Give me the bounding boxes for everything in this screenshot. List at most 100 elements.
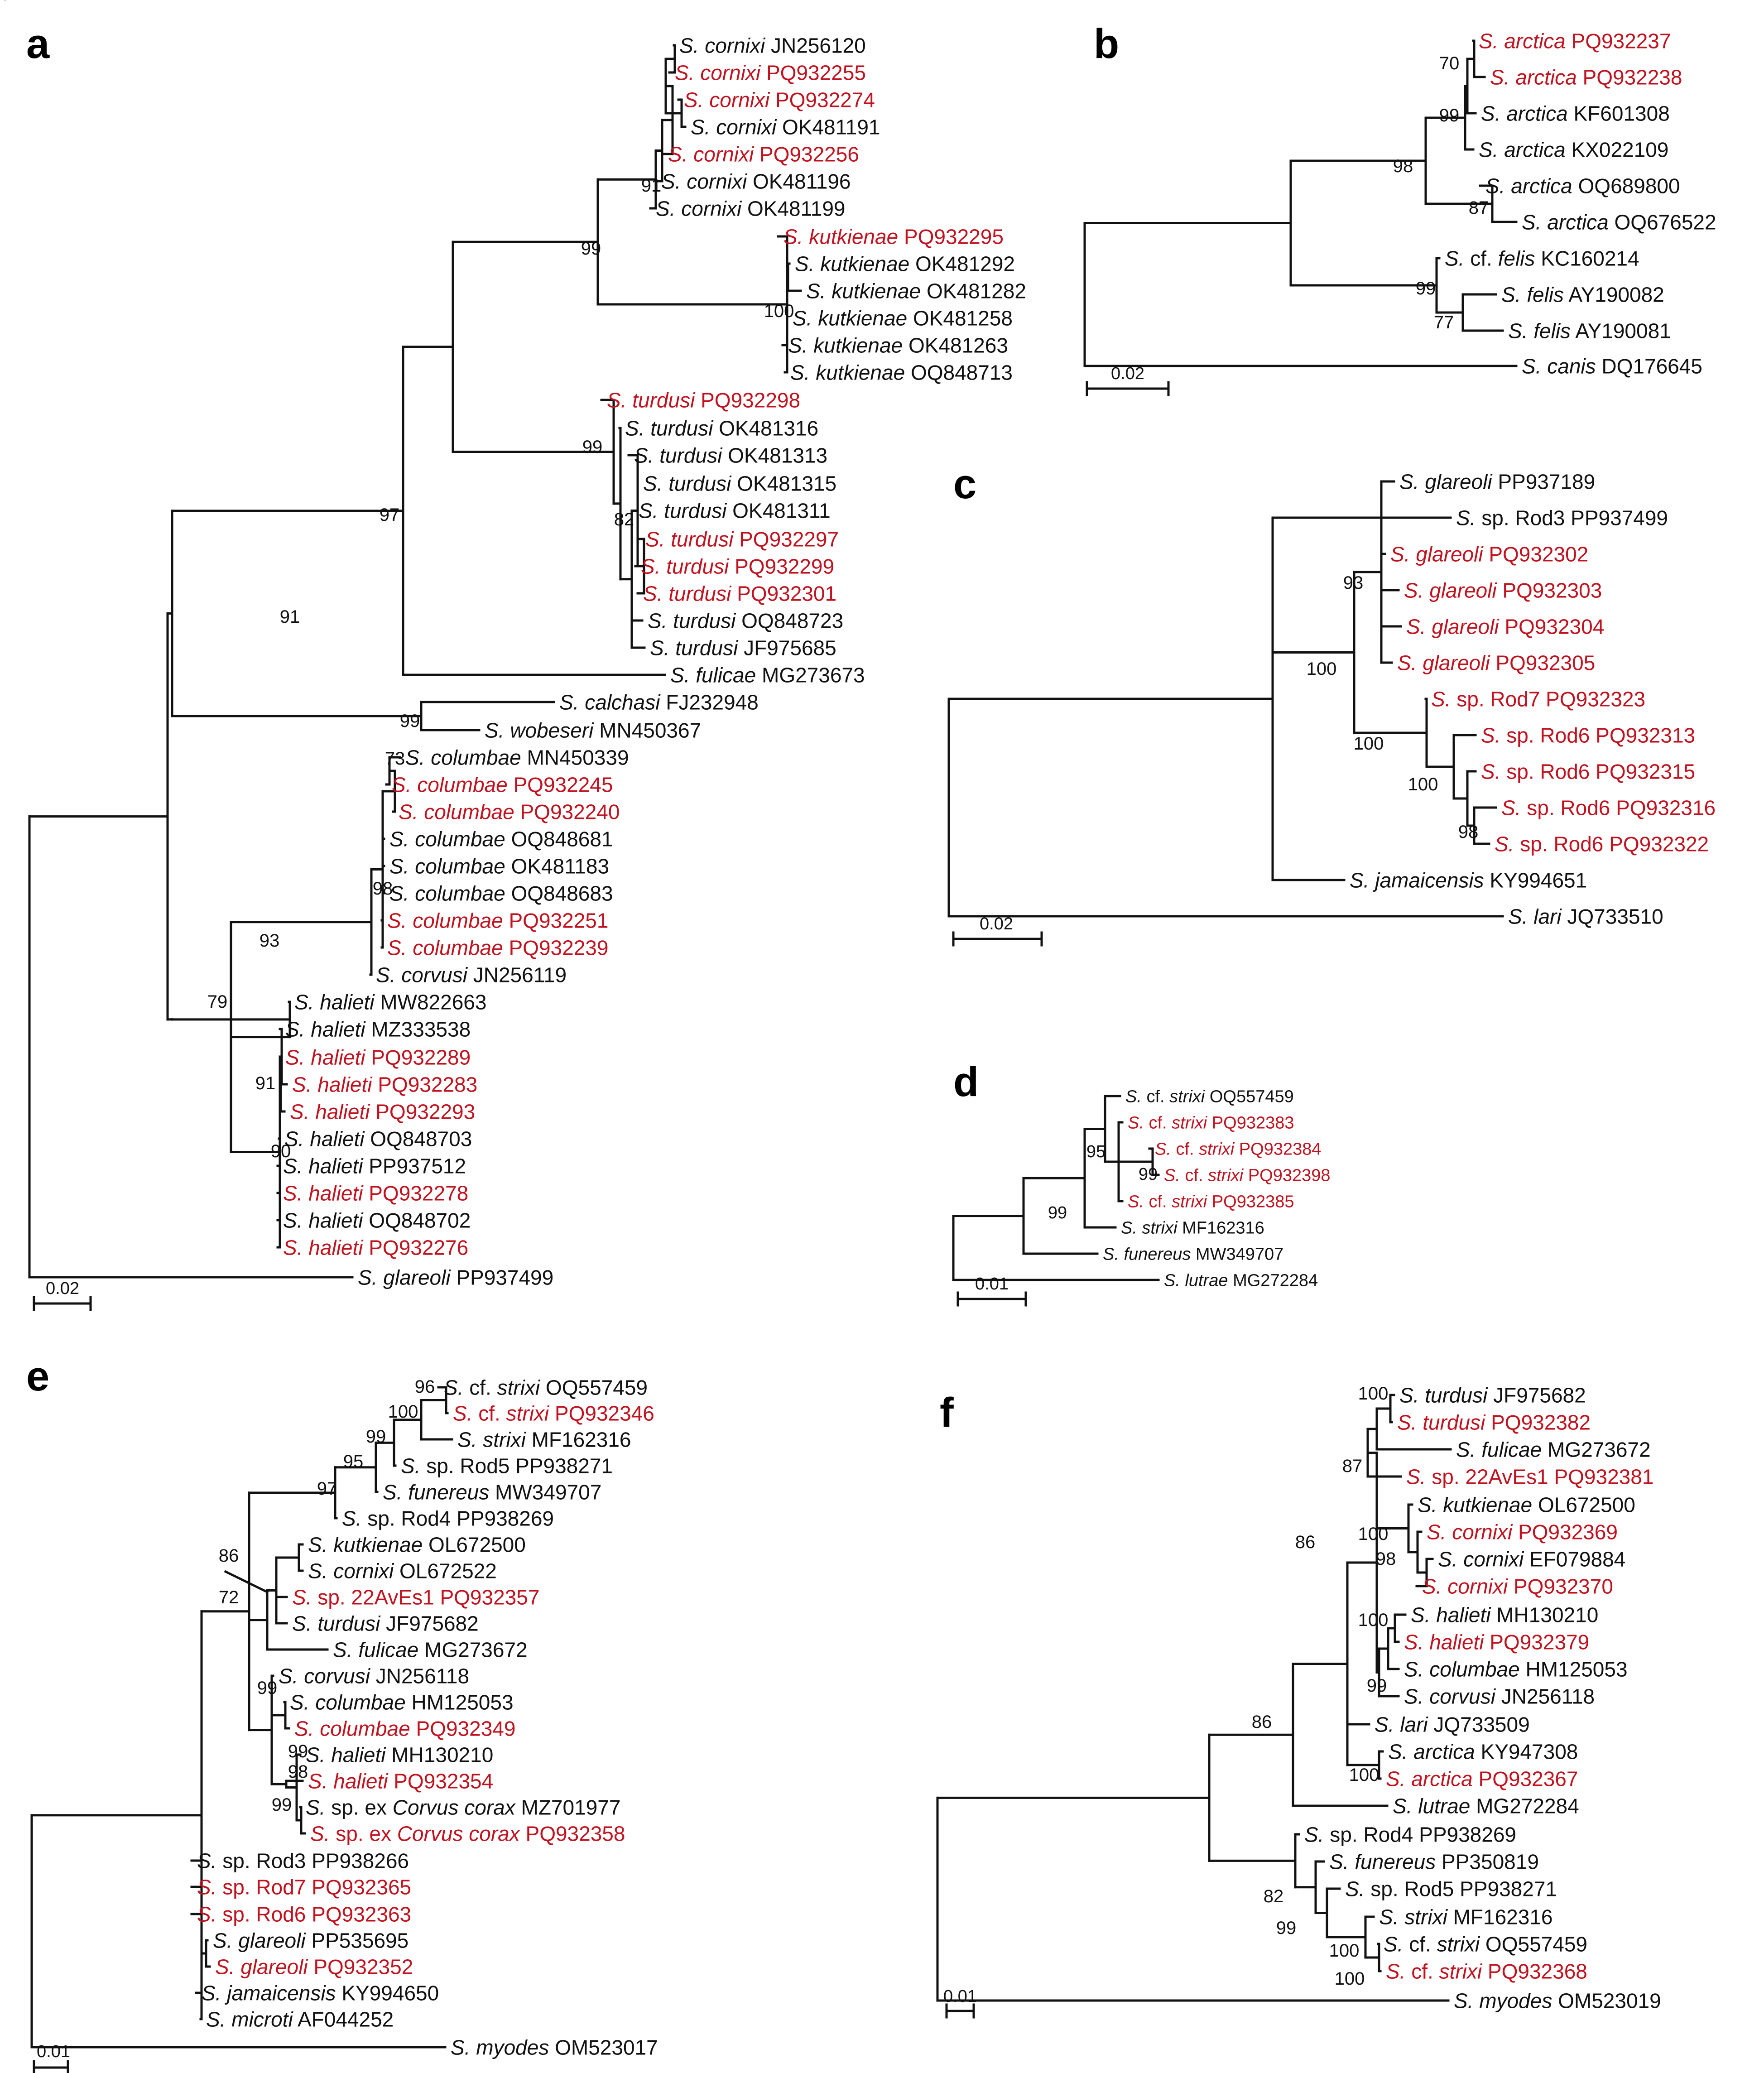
taxon-genus: S. bbox=[1481, 760, 1500, 784]
taxon-genus: S. bbox=[1522, 355, 1541, 378]
taxon-species: glareoli bbox=[1416, 543, 1484, 566]
bootstrap-value: 82 bbox=[614, 510, 634, 529]
taxon-qualifier: sp. Rod3 bbox=[222, 1849, 306, 1873]
taxon-genus: S. bbox=[333, 1638, 352, 1662]
taxon-species: strixi bbox=[1439, 1960, 1483, 1983]
bootstrap-value: 95 bbox=[343, 1452, 364, 1472]
taxon-species: cornixi bbox=[700, 61, 761, 85]
taxon-accession: OQ676522 bbox=[1615, 211, 1716, 234]
taxon-accession: PQ932354 bbox=[394, 1770, 493, 1793]
taxon-species: turdusi bbox=[668, 582, 732, 606]
taxon-genus: S. bbox=[1386, 1767, 1405, 1791]
taxon-accession: MW349707 bbox=[1196, 1245, 1283, 1264]
taxon-genus: S. bbox=[788, 334, 807, 357]
taxon-label: S. sp. Rod6 PQ932322 bbox=[1495, 832, 1709, 856]
taxon-genus: S. bbox=[1404, 1631, 1423, 1654]
taxon-accession: JN256120 bbox=[771, 34, 866, 58]
taxon-accession: PQ932297 bbox=[739, 528, 839, 551]
taxon-label: S. glareoli PQ932304 bbox=[1406, 615, 1604, 639]
taxon-accession: PQ932245 bbox=[513, 773, 613, 797]
taxon-genus: S. bbox=[283, 1209, 303, 1232]
taxon-species: funereus bbox=[1124, 1245, 1191, 1264]
taxon-accession: OQ848683 bbox=[511, 882, 613, 905]
taxon-genus: S. bbox=[1304, 1823, 1324, 1847]
taxon-accession: PQ932304 bbox=[1504, 615, 1604, 639]
taxon-qualifier: sp. ex bbox=[331, 1796, 387, 1819]
taxon-accession: JQ733509 bbox=[1433, 1713, 1529, 1736]
taxon-genus: S. bbox=[285, 1046, 305, 1069]
bootstrap-value: 91 bbox=[280, 607, 300, 627]
taxon-genus: S. bbox=[306, 1796, 325, 1819]
taxon-label: S. kutkienae OQ848713 bbox=[790, 361, 1013, 385]
taxon-qualifier: sp. Rod6 bbox=[1520, 832, 1603, 856]
taxon-label: S. halieti PQ932278 bbox=[283, 1182, 468, 1205]
taxon-genus: S. bbox=[668, 143, 687, 166]
taxon-label: S. turdusi PQ932301 bbox=[643, 582, 836, 606]
taxon-genus: S. bbox=[213, 1929, 232, 1953]
taxon-species: cornixi bbox=[333, 1559, 394, 1583]
taxon-accession: MG272284 bbox=[1233, 1271, 1318, 1290]
taxon-genus: S. bbox=[1399, 470, 1419, 494]
taxon-accession: PQ932289 bbox=[371, 1046, 471, 1069]
taxon-label: S. cf. strixi PQ932384 bbox=[1155, 1140, 1322, 1159]
taxon-genus: S. bbox=[383, 1481, 402, 1504]
taxon-label: S. glareoli PQ932352 bbox=[215, 1955, 413, 1979]
taxon-species: cornixi bbox=[709, 88, 770, 112]
taxon-genus: S. bbox=[1397, 1411, 1417, 1434]
taxon-species: felis bbox=[1527, 283, 1564, 307]
taxon-accession: HM125053 bbox=[411, 1691, 513, 1714]
taxon-genus: S. bbox=[1406, 615, 1426, 639]
taxon-label: S. cf. strixi PQ932383 bbox=[1128, 1114, 1294, 1133]
taxon-species: strixi bbox=[1169, 1087, 1206, 1106]
taxon-qualifier: sp. Rod6 bbox=[1527, 796, 1610, 820]
taxon-accession: PQ932370 bbox=[1514, 1575, 1613, 1598]
taxon-accession: PQ932302 bbox=[1489, 543, 1588, 566]
taxon-species: columbae bbox=[320, 1717, 410, 1741]
taxon-genus: S. bbox=[197, 1903, 216, 1926]
taxon-genus: S. bbox=[197, 1849, 216, 1873]
taxon-label: S. sp. Rod6 PQ932316 bbox=[1501, 796, 1716, 820]
taxon-accession: PQ932357 bbox=[440, 1586, 539, 1609]
taxon-species: columbae bbox=[431, 746, 521, 770]
taxon-label: S. glareoli PP937499 bbox=[358, 1266, 553, 1289]
taxon-label: S. sp. Rod7 PQ932365 bbox=[197, 1876, 411, 1899]
taxon-label: S. kutkienae OK481292 bbox=[795, 252, 1015, 276]
taxon-genus: S. bbox=[1406, 1465, 1426, 1489]
taxon-genus: S. bbox=[1350, 869, 1369, 892]
taxon-genus: S. bbox=[1404, 1685, 1423, 1708]
taxon-label: S. turdusi OQ848723 bbox=[648, 609, 843, 633]
bootstrap-value: 72 bbox=[219, 1587, 239, 1607]
taxon-species: glareoli bbox=[238, 1929, 306, 1953]
taxon-genus: S. bbox=[1329, 1850, 1349, 1874]
taxon-label: S. halieti PQ932283 bbox=[292, 1073, 477, 1097]
taxon-genus: S. bbox=[387, 936, 407, 960]
taxon-genus: S. bbox=[1103, 1245, 1119, 1264]
taxon-label: S. sp. Rod5 PP938271 bbox=[401, 1454, 613, 1478]
bootstrap-value: 99 bbox=[582, 437, 603, 457]
taxon-label: S. turdusi JF975682 bbox=[1399, 1384, 1586, 1407]
taxon-accession: PQ932358 bbox=[526, 1822, 625, 1846]
taxon-accession: PP938271 bbox=[1460, 1877, 1557, 1901]
taxon-label: S. columbae PQ932240 bbox=[399, 800, 620, 824]
taxon-genus: S. bbox=[656, 197, 675, 221]
taxon-species: halieti bbox=[320, 991, 375, 1014]
taxon-species: glareoli bbox=[240, 1955, 308, 1979]
taxon-accession: PQ932237 bbox=[1572, 29, 1671, 53]
taxon-accession: OK481263 bbox=[908, 334, 1008, 357]
taxon-genus: S. bbox=[1456, 1438, 1476, 1462]
taxon-label: S. columbae PQ932239 bbox=[387, 936, 608, 960]
taxon-genus: S. bbox=[1431, 688, 1451, 711]
taxon-accession: PQ932349 bbox=[416, 1717, 515, 1741]
taxon-accession: EF079884 bbox=[1529, 1548, 1625, 1571]
taxon-genus: S. bbox=[661, 170, 681, 193]
bootstrap-value: 100 bbox=[1349, 1765, 1379, 1785]
taxon-label: S. calchasi FJ232948 bbox=[559, 691, 759, 714]
taxon-label: S. arctica OQ689800 bbox=[1485, 174, 1680, 198]
taxon-accession: PQ932303 bbox=[1502, 579, 1602, 602]
taxon-genus: S. bbox=[679, 34, 699, 58]
taxon-genus: S. bbox=[1388, 1740, 1408, 1764]
taxon-accession: MG273672 bbox=[424, 1638, 528, 1662]
taxon-accession: PQ932276 bbox=[369, 1236, 468, 1260]
taxon-qualifier: cf. bbox=[1411, 1960, 1433, 1983]
